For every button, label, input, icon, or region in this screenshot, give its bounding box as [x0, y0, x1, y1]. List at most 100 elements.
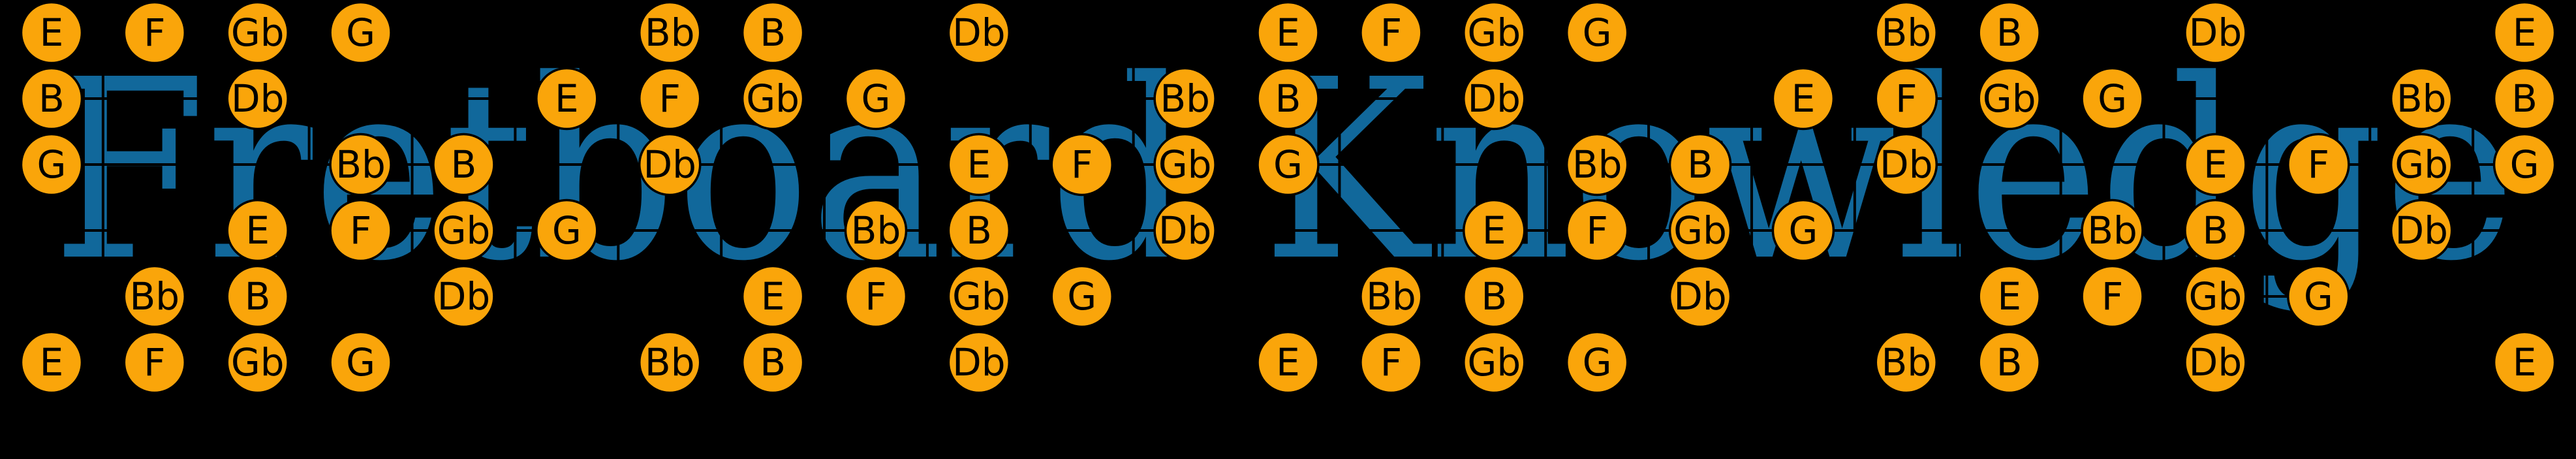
- note: B: [2492, 67, 2556, 131]
- note: Bb: [1565, 133, 1629, 197]
- note: G: [2287, 264, 2350, 328]
- note: Bb: [638, 330, 702, 394]
- note: B: [20, 67, 84, 131]
- note-circle: [1874, 1, 1938, 65]
- note-circle: [1668, 264, 1732, 328]
- note: Db: [1153, 198, 1217, 262]
- note: Db: [638, 133, 702, 197]
- note: G: [1256, 133, 1320, 197]
- note-circle: [947, 133, 1011, 197]
- note: E: [1463, 198, 1526, 262]
- note-circle: [2184, 198, 2247, 262]
- note-circle: [1463, 67, 1526, 131]
- note-circle: [2492, 330, 2556, 394]
- note-circle: [535, 67, 598, 131]
- note-circle: [638, 330, 702, 394]
- note-circle: [1565, 1, 1629, 65]
- note-circle: [1153, 198, 1217, 262]
- note-circle: [1978, 1, 2041, 65]
- note: Gb: [1153, 133, 1217, 197]
- note-circle: [535, 198, 598, 262]
- note: G: [2081, 67, 2144, 131]
- note-circle: [638, 133, 702, 197]
- note: Db: [1874, 133, 1938, 197]
- note-circle: [20, 1, 84, 65]
- note: G: [535, 198, 598, 262]
- note-circle: [1256, 330, 1320, 394]
- note: Db: [2389, 198, 2453, 262]
- note-circle: [1874, 67, 1938, 131]
- note: G: [1565, 1, 1629, 65]
- note-circle: [741, 264, 805, 328]
- note-circle: [741, 67, 805, 131]
- note: G: [844, 67, 908, 131]
- note-circle: [947, 330, 1011, 394]
- note: Gb: [226, 1, 289, 65]
- note: G: [2492, 133, 2556, 197]
- note-circle: [2287, 133, 2350, 197]
- note-circle: [947, 264, 1011, 328]
- note-circle: [2389, 133, 2453, 197]
- note: Bb: [2389, 67, 2453, 131]
- note: Gb: [1463, 330, 1526, 394]
- note: G: [1565, 330, 1629, 394]
- note-circle: [2184, 330, 2247, 394]
- note-circle: [1874, 133, 1938, 197]
- note-circle: [947, 1, 1011, 65]
- note: B: [226, 264, 289, 328]
- note: B: [741, 330, 805, 394]
- note: Gb: [1463, 1, 1526, 65]
- note: Db: [2184, 330, 2247, 394]
- note-circle: [2184, 1, 2247, 65]
- note-circle: [329, 1, 392, 65]
- note: Bb: [638, 1, 702, 65]
- note-circle: [741, 1, 805, 65]
- note-circle: [1050, 133, 1113, 197]
- note: B: [1256, 67, 1320, 131]
- note: Gb: [1978, 67, 2041, 131]
- note: Db: [947, 330, 1011, 394]
- note: E: [2184, 133, 2247, 197]
- note: Bb: [1359, 264, 1423, 328]
- note-circle: [947, 198, 1011, 262]
- note-circle: [844, 264, 908, 328]
- note: E: [2492, 1, 2556, 65]
- note-circle: [1359, 330, 1423, 394]
- note: Bb: [329, 133, 392, 197]
- note: Bb: [1874, 330, 1938, 394]
- note: Gb: [741, 67, 805, 131]
- note: Bb: [1153, 67, 1217, 131]
- note-circle: [329, 133, 392, 197]
- note-circle: [638, 67, 702, 131]
- note: Gb: [2389, 133, 2453, 197]
- note-circle: [2081, 264, 2144, 328]
- note-circle: [123, 1, 187, 65]
- note-circle: [2492, 67, 2556, 131]
- note-circle: [1565, 198, 1629, 262]
- note: B: [1978, 330, 2041, 394]
- note: B: [1978, 1, 2041, 65]
- note: Bb: [1874, 1, 1938, 65]
- note-circle: [123, 264, 187, 328]
- note: E: [947, 133, 1011, 197]
- note-circle: [1463, 330, 1526, 394]
- note: B: [1668, 133, 1732, 197]
- note-circle: [1771, 67, 1835, 131]
- note-circle: [329, 330, 392, 394]
- note: Bb: [2081, 198, 2144, 262]
- note: E: [20, 1, 84, 65]
- note-circle: [2389, 198, 2453, 262]
- note: Db: [432, 264, 495, 328]
- note-circle: [1153, 133, 1217, 197]
- note: B: [1463, 264, 1526, 328]
- note: F: [1874, 67, 1938, 131]
- note: B: [741, 1, 805, 65]
- note-circle: [1359, 1, 1423, 65]
- note-circle: [1256, 67, 1320, 131]
- note: E: [1771, 67, 1835, 131]
- note: E: [226, 198, 289, 262]
- note-circle: [1463, 1, 1526, 65]
- note: E: [2492, 330, 2556, 394]
- note-circle: [1256, 1, 1320, 65]
- note: E: [1256, 330, 1320, 394]
